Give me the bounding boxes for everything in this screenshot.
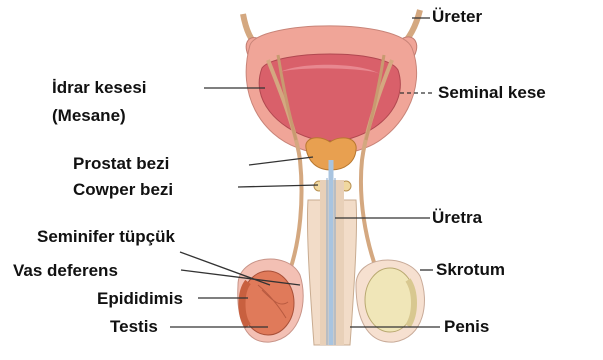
label-epididimis: Epididimis — [97, 289, 183, 309]
label-cowper-bezi: Cowper bezi — [73, 180, 173, 200]
label-seminifer-tupcuk: Seminifer tüpçük — [37, 227, 175, 247]
label-vas-deferens: Vas deferens — [13, 261, 118, 281]
label-skrotum: Skrotum — [436, 260, 505, 280]
label-idrar-kesesi: İdrar kesesi — [52, 78, 147, 98]
label-uretra: Üretra — [432, 208, 482, 228]
label-seminal-kese: Seminal kese — [438, 83, 546, 103]
label-testis: Testis — [110, 317, 158, 337]
label-ureter: Üreter — [432, 7, 482, 27]
label-mesane: (Mesane) — [52, 106, 126, 126]
label-penis: Penis — [444, 317, 489, 337]
label-prostat-bezi: Prostat bezi — [73, 154, 169, 174]
